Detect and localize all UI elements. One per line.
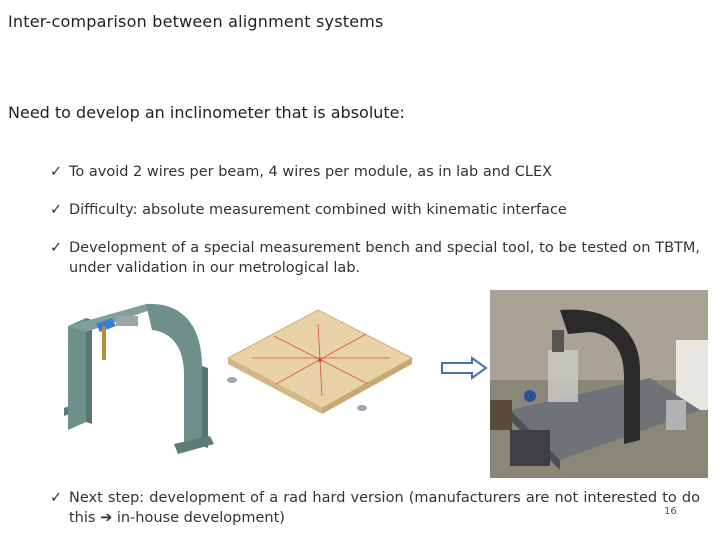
support-arch-render-icon — [64, 303, 214, 454]
check-icon: ✓ — [50, 202, 63, 218]
check-icon: ✓ — [50, 240, 63, 256]
bullet-text: Next step: development of a rad hard ver… — [69, 488, 700, 528]
bullet-item: ✓ To avoid 2 wires per beam, 4 wires per… — [50, 162, 700, 182]
check-icon: ✓ — [50, 490, 63, 506]
next-step-text: Next step: development of a rad hard ver… — [69, 490, 700, 526]
bullet-item: ✓ Development of a special measurement b… — [50, 238, 700, 278]
right-arrow-icon: ➔ — [100, 510, 113, 526]
check-icon: ✓ — [50, 164, 63, 180]
right-arrow-icon — [441, 356, 488, 380]
bullet-text: To avoid 2 wires per beam, 4 wires per m… — [69, 164, 553, 180]
bullet-text: Difficulty: absolute measurement combine… — [69, 202, 567, 218]
bullet-text: Development of a special measurement ben… — [69, 240, 700, 276]
slide-heading: Need to develop an inclinometer that is … — [8, 103, 405, 122]
kinematic-plate-icon — [226, 309, 414, 414]
page-number: 16 — [664, 506, 677, 517]
bullet-item: ✓ Difficulty: absolute measurement combi… — [50, 200, 700, 220]
slide-title: Inter-comparison between alignment syste… — [8, 12, 384, 31]
bullet-item: ✓ Next step: development of a rad hard v… — [50, 488, 700, 528]
next-step-text-end: in-house development) — [116, 510, 285, 526]
measurement-bench-photo — [490, 290, 708, 478]
